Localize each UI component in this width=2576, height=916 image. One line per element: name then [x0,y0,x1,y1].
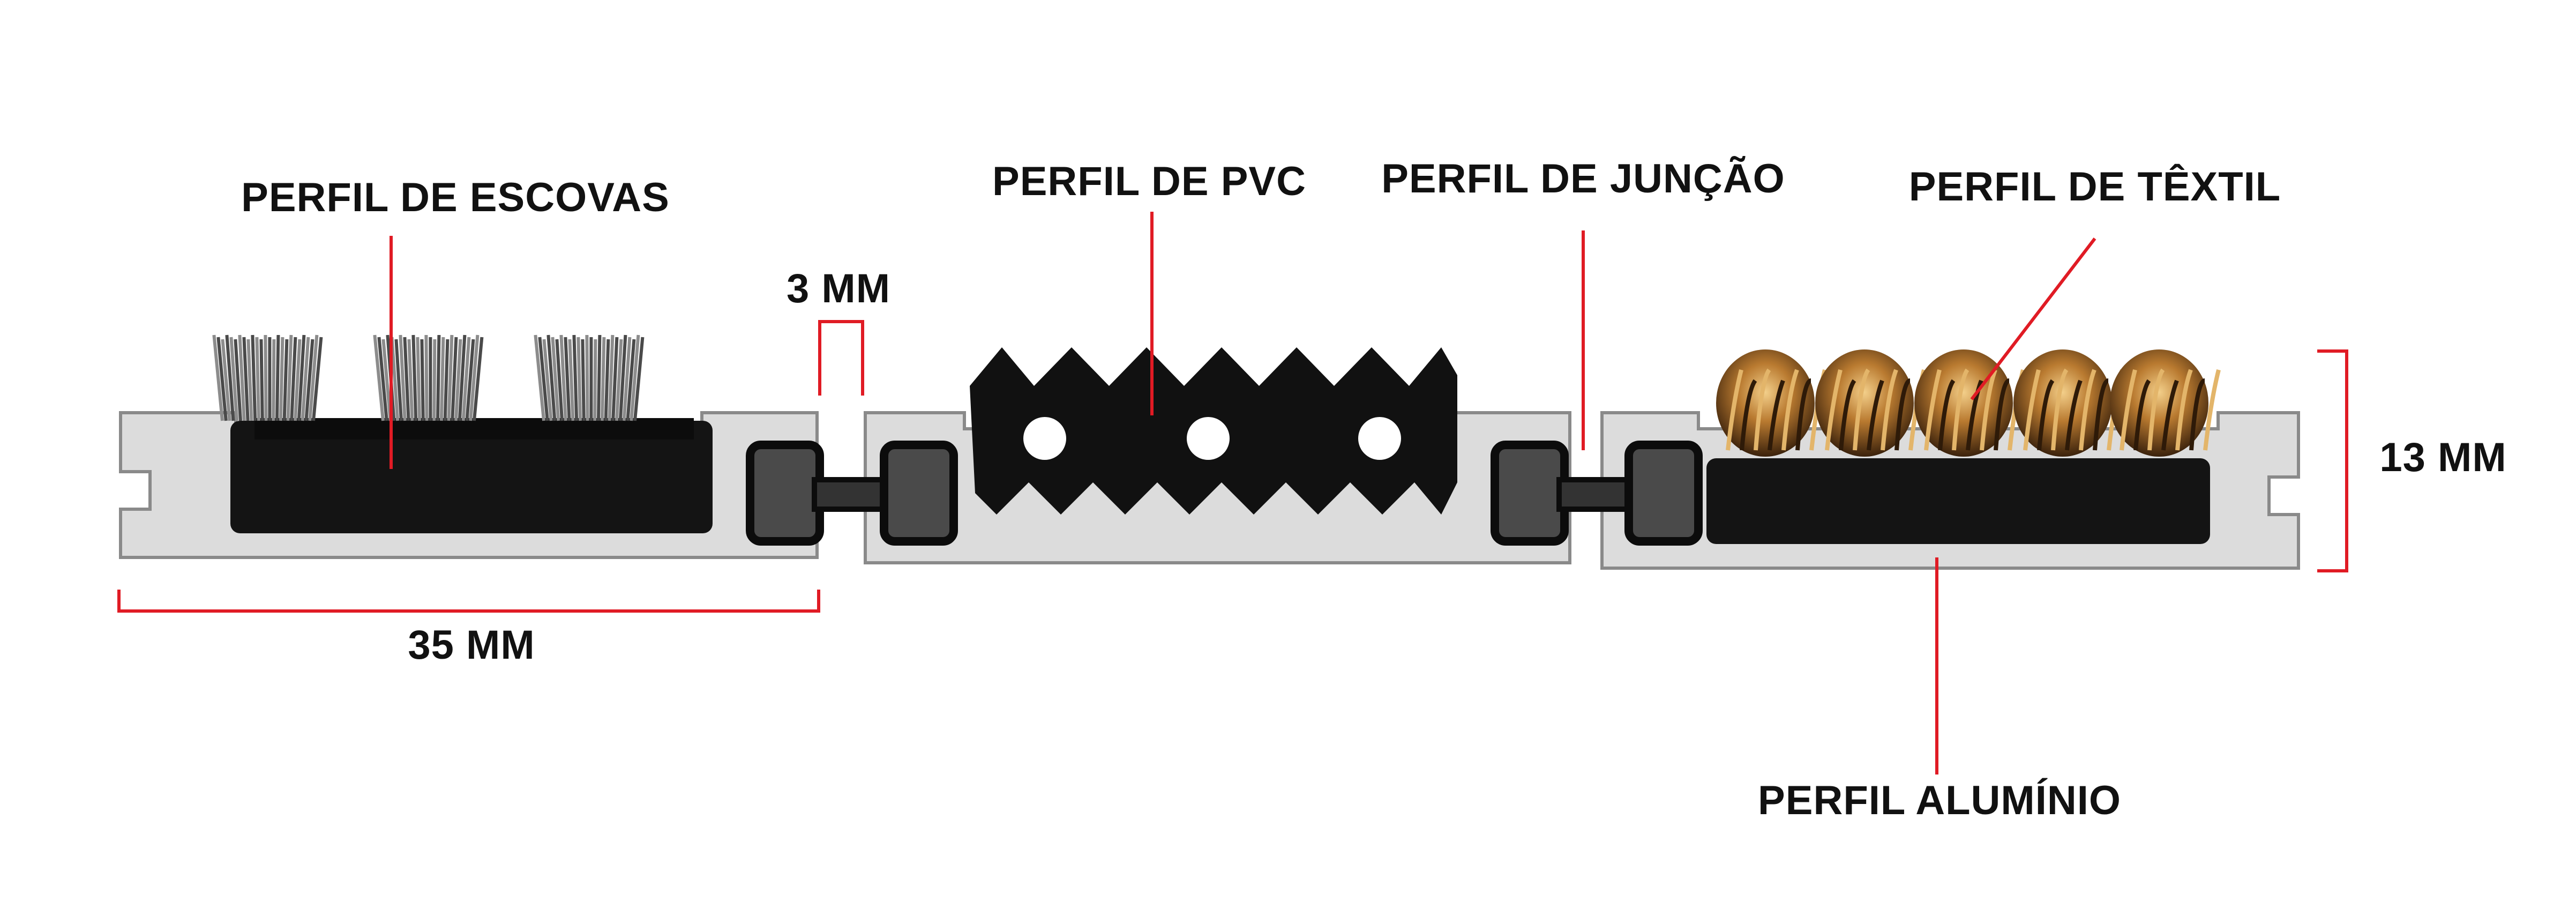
dimension-height: 13 MM [2379,435,2507,480]
gap-bracket [818,320,864,396]
textile-base-rubber [1706,458,2210,544]
pvc-hole-1 [1023,417,1066,460]
textile-tuft-1 [1716,349,1827,457]
brush-base-rubber [230,418,713,533]
width-bracket [117,590,820,613]
brush-tuft-1 [212,334,323,421]
label-aluminum-profile: PERFIL ALUMÍNIO [1758,778,2121,823]
label-brush-profile: PERFIL DE ESCOVAS [241,175,670,220]
textile-tufts [1716,349,2221,457]
label-textile-profile: PERFIL DE TÊXTIL [1908,164,2281,210]
dimension-width: 35 MM [408,622,535,668]
pvc-hole-3 [1358,417,1401,460]
textile-tuft-4 [2013,349,2124,457]
brush-tufts [212,334,645,421]
joint-connector-left [746,441,958,546]
label-joint-profile: PERFIL DE JUNÇÃO [1381,156,1785,202]
textile-tuft-5 [2110,349,2221,457]
dimension-gap: 3 MM [787,266,890,311]
pvc-profile [970,347,1457,515]
leader-lines [117,212,2348,774]
brush-tuft-3 [534,334,645,421]
height-bracket [2317,349,2348,572]
brush-tuft-2 [373,334,484,421]
pvc-hole-2 [1187,417,1230,460]
leader-textile [1970,237,2096,400]
label-pvc-profile: PERFIL DE PVC [992,159,1306,204]
joint-connector-right [1491,441,1703,546]
